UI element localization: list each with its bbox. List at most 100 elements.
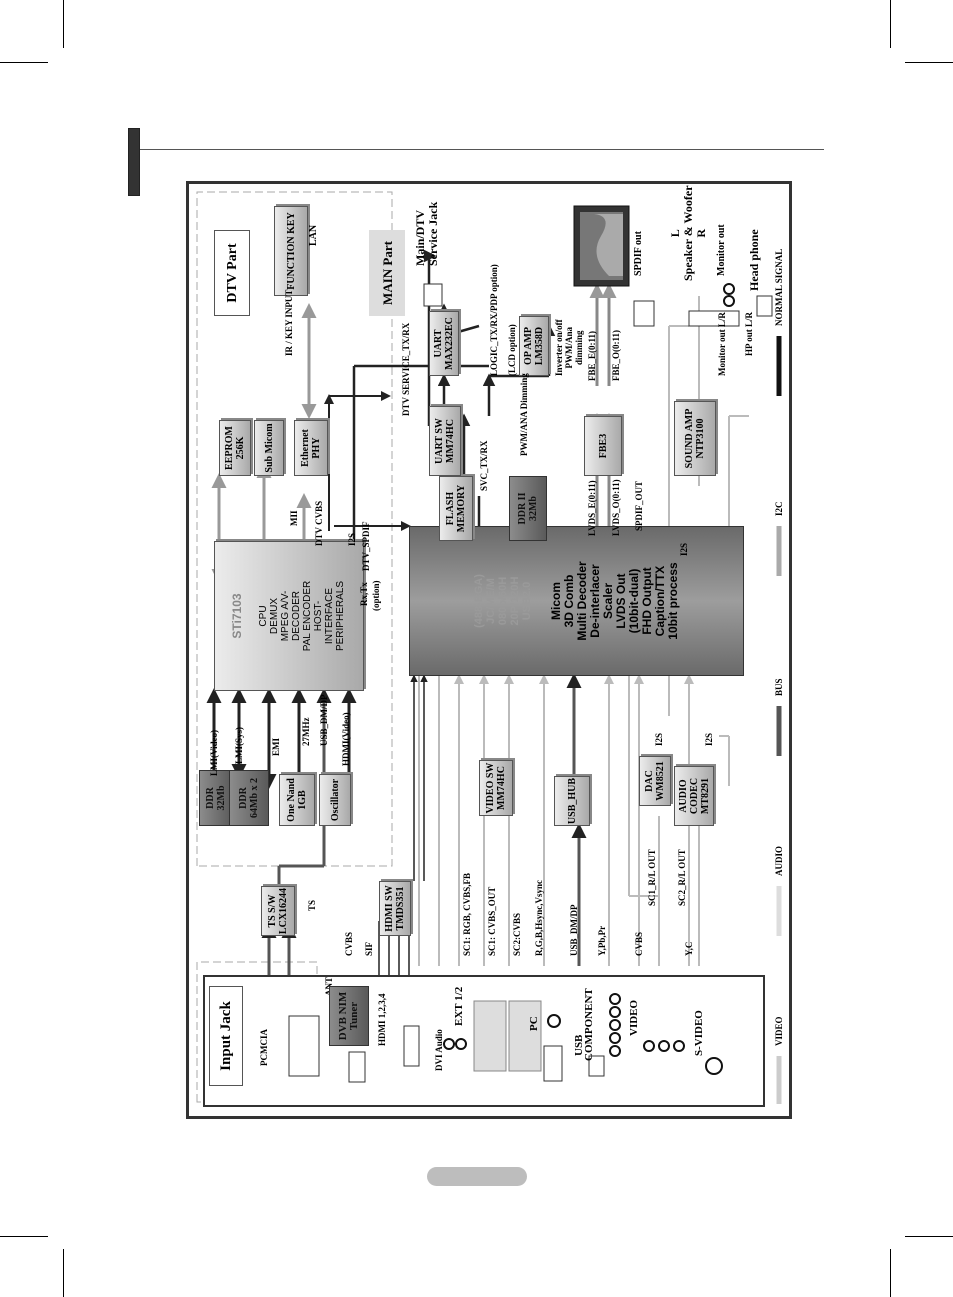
uart-sw-block: UART SW MM74HC <box>429 406 461 476</box>
rotated-diagram: DTV Part MAIN Part Input Jack STi7103 CP… <box>189 184 789 1116</box>
27mhz-label: 27MHz <box>301 717 311 747</box>
sc1-cvbs-out-label: SC1: CVBS_OUT <box>487 886 497 956</box>
rgb-hsync-label: R,G,B,Hsync,Vsync <box>534 879 544 956</box>
crop-mark <box>63 1249 64 1297</box>
tuner-block: DVB NIM Tuner <box>329 986 369 1046</box>
block-diagram: DTV Part MAIN Part Input Jack STi7103 CP… <box>189 184 789 1116</box>
main-chip-features: Micom 3D Comb Multi Decoder De-interlace… <box>549 561 680 641</box>
service-jack-label: Main/DTV Service Jack <box>413 201 440 266</box>
function-key-block: FUNCTION KEY <box>274 206 308 296</box>
ir-key-input-label: IR / KEY INPUT <box>284 289 294 356</box>
crop-mark <box>890 1249 891 1297</box>
video-sw-block: VIDEO SW MM74HC <box>479 760 513 816</box>
lcd-option-label: (LCD option) <box>507 324 517 376</box>
hdmi-input-label: HDMI 1,2,3,4 <box>377 993 387 1047</box>
i2s-dac-label: I2S <box>654 732 664 746</box>
cvbs-tuner-label: CVBS <box>344 931 354 956</box>
sub-micom-block: Sub Micom <box>254 420 284 476</box>
dtv-part-label: DTV Part <box>214 230 250 316</box>
fbe-o-label: FBE_O(0:11) <box>611 330 621 381</box>
sti7103-functions: CPU DEMUX MPEG A/V- DECODER PAL ENCODER … <box>258 580 346 652</box>
monitor-out-lr-label: Monitor out L/R <box>717 312 727 376</box>
legend-normal-signal: NORMAL SIGNAL <box>774 248 784 326</box>
i2s-top-label: I2S <box>347 532 357 546</box>
logic-tx-rx-label: LOGIC_TX/RX/PDP option) <box>489 264 499 376</box>
legend-i2c: I2C <box>774 501 784 516</box>
legend-video: VIDEO <box>774 1016 784 1046</box>
emi-label: EMI <box>271 738 281 756</box>
lmi-sys-label: LMI(Sys) <box>234 726 244 764</box>
output-connectors <box>423 283 773 327</box>
component-label: COMPONENT <box>583 988 595 1061</box>
s-video-label: S-VIDEO <box>693 1010 705 1056</box>
option-label: (option) <box>371 580 381 611</box>
dtv-service-label: DTV SERVICE_TX/RX <box>401 322 411 416</box>
section-marker <box>128 128 140 196</box>
usb-dm-dp-bottom-label: USB_DM/DP <box>569 904 579 957</box>
hdmi-video-label: HDMI(Video) <box>341 712 351 766</box>
eeprom-block: EEPROM 256K <box>219 420 251 476</box>
ts-sw-block: TS S/W LCX16244 <box>261 886 295 936</box>
yc-label: Y,C <box>684 941 694 956</box>
mii-label: MII <box>289 510 299 527</box>
sif-label: SIF <box>364 941 374 956</box>
svc-tx-rx-label: SVC_TX/RX <box>479 440 489 491</box>
crop-mark <box>905 1236 953 1237</box>
sc1-rgb-label: SC1: RGB, CVBS,FB <box>462 872 472 956</box>
ts-label: TS <box>307 899 317 911</box>
lvds-e-label: LVDS_E(0:11) <box>587 480 597 536</box>
dac-block: DAC WM8521 <box>639 756 671 806</box>
crop-mark <box>0 1236 48 1237</box>
crop-mark <box>890 0 891 48</box>
dvi-audio-label: DVI Audio <box>434 1029 444 1071</box>
connector-icons <box>288 993 723 1083</box>
usb-dm-dp-top-label: USB_DM/DP <box>319 694 329 747</box>
audio-codec-block: AUDIO CODEC MT8291 <box>674 766 714 826</box>
ext-label: EXT 1/2 <box>453 986 465 1026</box>
spdif-out-line-label: SPDIF_OUT <box>634 480 644 531</box>
ethernet-phy-block: Ethernet PHY <box>294 420 328 476</box>
dtv-cvbs-label: DTV CVBS <box>314 500 324 546</box>
sti7103-chip: STi7103 CPU DEMUX MPEG A/V- DECODER PAL … <box>214 541 364 691</box>
pwm-ana-label: PWM/ANA Dimming <box>519 373 529 456</box>
lmi-video-label: LMI(Video) <box>209 729 219 776</box>
pc-label: PC <box>528 1016 540 1031</box>
inverter-label: Inverter on/off PWM/Ana dimming <box>554 319 584 376</box>
ypbpr-label: Y,Pb,Pr <box>597 925 607 956</box>
ddr-32mb-block: DDR 32Mb <box>199 770 233 826</box>
fbe3-block: FBE3 <box>584 416 622 476</box>
head-phone-label: Head phone <box>747 229 761 291</box>
uart-max-block: UART MAX232EC <box>429 311 459 376</box>
main-part-label: MAIN Part <box>369 230 405 316</box>
flash-memory-block: FLASH MEMORY <box>439 476 473 541</box>
input-jack-label: Input Jack <box>209 986 243 1086</box>
one-nand-block: One Nand 1GB <box>279 774 315 826</box>
page-number-pill <box>427 1167 527 1186</box>
sc2-cvbs-label: SC2:CVBS <box>512 912 522 956</box>
sc1-rl-out-label: SC1_R/L OUT <box>647 849 657 906</box>
ddr-64mb-block: DDR 64Mb x 2 <box>229 770 269 826</box>
lvds-o-label: LVDS_O(0:11) <box>611 479 621 536</box>
ddr-ii-block: DDR II 32Mb <box>509 476 547 541</box>
header-rule <box>140 149 824 150</box>
legend-audio: AUDIO <box>774 845 784 876</box>
crop-mark <box>0 62 48 63</box>
i2s-mid-label: I2S <box>679 542 689 556</box>
monitor-out-label: Monitor out <box>716 224 727 276</box>
lan-label: LAN <box>308 224 319 246</box>
dtv-region <box>196 191 393 867</box>
pcmcia-label: PCMCIA <box>259 1029 269 1066</box>
sound-amp-block: SOUND AMP NTP3100 <box>674 401 716 476</box>
oscillator-block: Oscillator <box>319 774 351 826</box>
fbe-e-label: FBE_E(0:11) <box>587 330 597 381</box>
spdif-out-label: SPDIF out <box>633 231 644 276</box>
crop-mark <box>63 0 64 48</box>
i2s-codec-label: I2S <box>704 732 714 746</box>
legend-bus: BUS <box>774 678 784 696</box>
main-video-processor: (488-BGA) JC/ME/M 080p/60H 20P/120H USB2… <box>409 526 744 676</box>
sc2-rl-out-label: SC2_R/L OUT <box>677 849 687 906</box>
speaker-label: L Speaker & Woofer R <box>668 185 708 281</box>
hp-out-lr-label: HP out L/R <box>744 311 754 356</box>
main-chip-faint-text: (488-BGA) JC/ME/M 080p/60H 20P/120H USB2… <box>473 574 533 628</box>
